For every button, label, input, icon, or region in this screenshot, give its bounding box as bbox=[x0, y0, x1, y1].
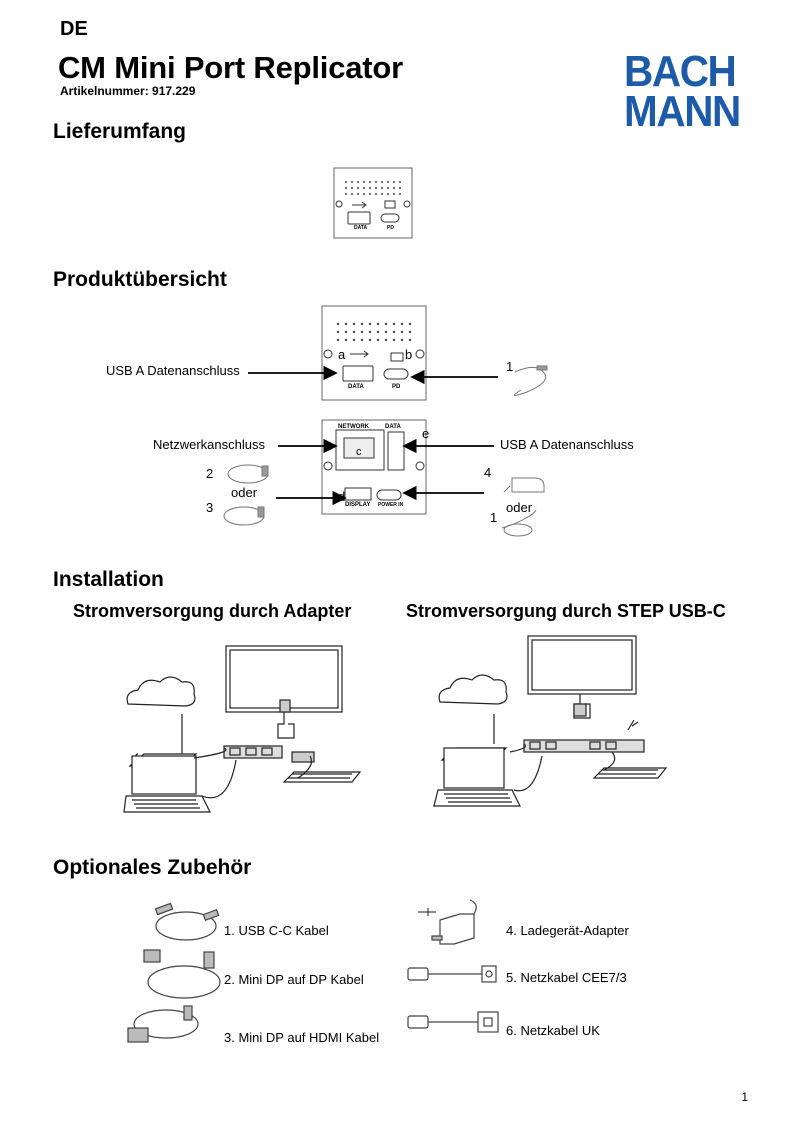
section-heading-accessories: Optionales Zubehör bbox=[53, 856, 252, 879]
callout-d: d bbox=[338, 489, 346, 504]
document-title: CM Mini Port Replicator bbox=[58, 50, 404, 85]
callout-1-back: 1 bbox=[490, 510, 498, 525]
logo-line-2: MANN bbox=[624, 87, 741, 136]
charger-adapter-icon-overview bbox=[503, 477, 545, 493]
accessory-1-label: 1. USB C-C Kabel bbox=[224, 923, 329, 938]
bachmann-logo: BACH MANN bbox=[624, 47, 752, 138]
hdmi-cable-icon bbox=[127, 1005, 199, 1043]
hdmi-cable-icon-overview bbox=[223, 506, 265, 526]
accessory-6-label: 6. Netzkabel UK bbox=[506, 1023, 600, 1038]
label-or-right: oder bbox=[506, 500, 533, 515]
power-in-port-label: POWER IN bbox=[378, 502, 404, 508]
label-or-left: oder bbox=[231, 485, 258, 500]
callout-c: c bbox=[356, 446, 362, 458]
usb-c-cable-icon-back bbox=[501, 509, 537, 537]
article-number: Artikelnummer: 917.229 bbox=[60, 84, 196, 98]
power-cable-cee-icon bbox=[407, 965, 497, 983]
display-port-label: DISPLAY bbox=[345, 502, 371, 508]
back-data-port-label: DATA bbox=[385, 424, 401, 430]
installation-scene-adapter bbox=[123, 645, 362, 813]
front-pd-port-label: PD bbox=[392, 384, 401, 390]
overview-front-device bbox=[321, 305, 427, 401]
accessory-4-label: 4. Ladegerät-Adapter bbox=[506, 923, 629, 938]
page-number: 1 bbox=[741, 1090, 748, 1104]
accessory-3-label: 3. Mini DP auf HDMI Kabel bbox=[224, 1030, 380, 1045]
callout-3: 3 bbox=[206, 500, 214, 515]
callout-4: 4 bbox=[484, 465, 492, 480]
section-heading-scope: Lieferumfang bbox=[53, 120, 187, 143]
front-data-port-label: DATA bbox=[348, 384, 364, 390]
charger-adapter-icon bbox=[418, 899, 477, 945]
logo-line-1: BACH bbox=[624, 47, 737, 96]
installation-heading-step: Stromversorgung durch STEP USB-C bbox=[406, 601, 726, 621]
delivery-device-illustration bbox=[333, 167, 413, 239]
callout-b: b bbox=[405, 347, 413, 362]
installation-heading-adapter: Stromversorgung durch Adapter bbox=[73, 601, 352, 621]
callout-a: a bbox=[338, 347, 346, 362]
label-network: Netzwerkanschluss bbox=[153, 437, 265, 452]
network-port-label: NETWORK bbox=[338, 424, 369, 430]
section-heading-installation: Installation bbox=[53, 568, 164, 591]
callout-1-front: 1 bbox=[506, 359, 514, 374]
callout-e: e bbox=[422, 426, 430, 441]
power-cable-uk-icon bbox=[407, 1011, 499, 1033]
mini-dp-cable-icon-overview bbox=[227, 464, 269, 484]
usb-c-cable-icon bbox=[154, 902, 220, 941]
label-usb-a-front: USB A Datenanschluss bbox=[106, 363, 240, 378]
section-heading-overview: Produktübersicht bbox=[53, 268, 227, 291]
accessory-2-label: 2. Mini DP auf DP Kabel bbox=[224, 972, 364, 987]
scope-pd-port-label: PD bbox=[387, 225, 394, 231]
accessory-5-label: 5. Netzkabel CEE7/3 bbox=[506, 970, 627, 985]
callout-2: 2 bbox=[206, 466, 214, 481]
scope-data-port-label: DATA bbox=[354, 225, 368, 231]
usb-c-cable-icon-front bbox=[513, 365, 548, 396]
language-code: DE bbox=[60, 18, 88, 40]
installation-scene-step-usb-c bbox=[433, 635, 668, 807]
mini-dp-cable-icon bbox=[143, 949, 221, 999]
label-usb-a-back: USB A Datenanschluss bbox=[500, 437, 634, 452]
